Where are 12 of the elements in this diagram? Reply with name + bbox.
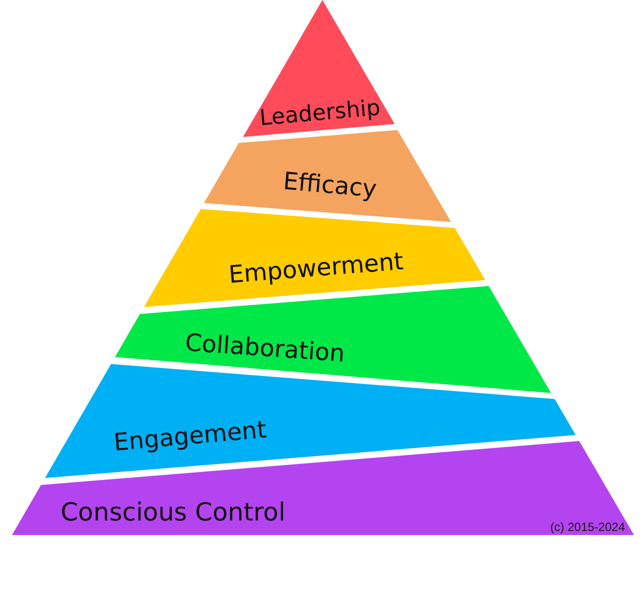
tier-label: Empowerment bbox=[228, 249, 404, 287]
pyramid-tier bbox=[242, 0, 394, 137]
pyramid-tier bbox=[144, 209, 486, 307]
pyramid-tier bbox=[204, 130, 452, 222]
tier-label: Collaboration bbox=[184, 330, 346, 366]
pyramid-tier bbox=[45, 364, 576, 478]
tier-label: Engagement bbox=[112, 417, 268, 455]
pyramid-tier bbox=[115, 286, 552, 393]
copyright-note: (c) 2015-2024 bbox=[550, 521, 625, 533]
tier-label: Leadership bbox=[258, 98, 382, 130]
tier-label: Efficacy bbox=[282, 168, 378, 202]
tier-label: Conscious Control bbox=[60, 500, 286, 524]
